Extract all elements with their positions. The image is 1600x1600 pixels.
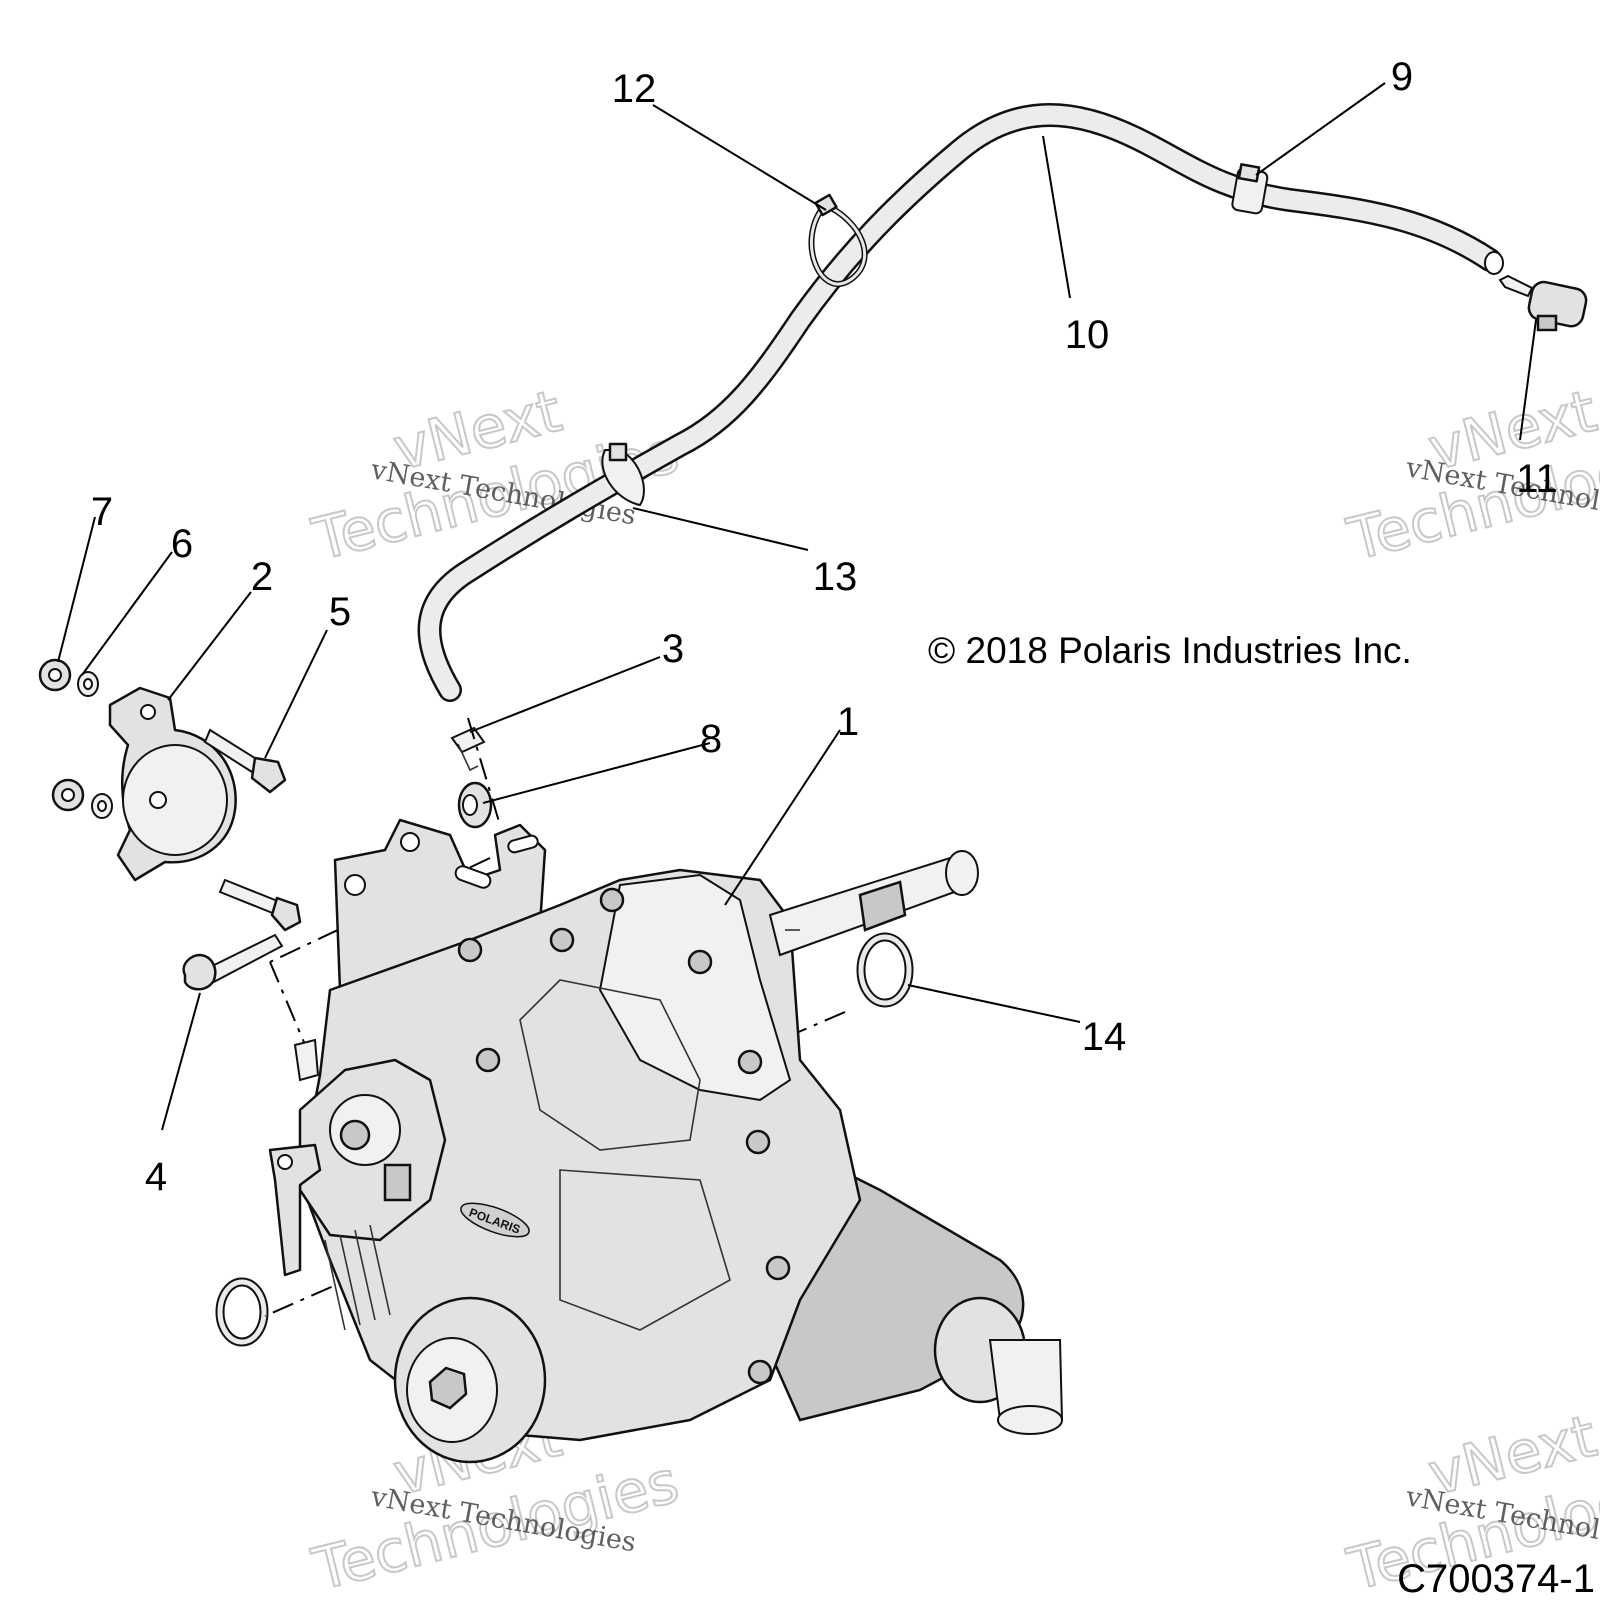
- vent-fitting: [1498, 274, 1588, 332]
- bolt-middle: [218, 878, 302, 932]
- o-ring-lower: [215, 1277, 269, 1347]
- hose-clamp: [450, 726, 486, 772]
- nut-top: [38, 658, 72, 692]
- callout-12: 12: [612, 67, 657, 111]
- callout-14: 14: [1082, 1015, 1127, 1059]
- assembly-line: [269, 961, 321, 1081]
- callout-2: 2: [251, 555, 273, 599]
- callout-6: 6: [171, 522, 193, 566]
- bolt-lower: [182, 933, 284, 991]
- callout-5: 5: [329, 590, 351, 634]
- nut-lower: [51, 778, 85, 812]
- bolt-upper: [203, 728, 287, 794]
- callout-1: 1: [837, 700, 859, 744]
- leader-lines: [57, 82, 1537, 1131]
- sensor-cover: [108, 686, 237, 882]
- callout-4: 4: [145, 1155, 167, 1199]
- callout-7: 7: [91, 490, 113, 534]
- callout-8: 8: [700, 717, 722, 761]
- callout-9: 9: [1391, 55, 1413, 99]
- watermark-top-right: vNext Technologies vNext Technologies: [1340, 376, 1600, 575]
- callout-11: 11: [1516, 457, 1558, 501]
- callouts: 1 2 3 4 5 6 7 8 9 10 11 12 13 14: [91, 55, 1558, 1199]
- callout-13: 13: [813, 555, 858, 599]
- copyright-notice: © 2018 Polaris Industries Inc.: [928, 630, 1412, 671]
- grommet: [457, 781, 493, 829]
- washer-lower: [91, 793, 113, 819]
- callout-10: 10: [1065, 313, 1110, 357]
- figure-code: C700374-1: [1397, 1557, 1595, 1600]
- cable-tie: [808, 193, 868, 287]
- callout-3: 3: [662, 627, 684, 671]
- gearcase-assembly: POLARIS: [268, 818, 1064, 1464]
- o-ring-shaft: [856, 932, 914, 1008]
- tube-clamp: [601, 442, 645, 507]
- vent-tube: [417, 103, 1504, 702]
- washer-top: [77, 671, 99, 697]
- tube-clip: [1231, 163, 1269, 215]
- assembly-line: [467, 717, 501, 826]
